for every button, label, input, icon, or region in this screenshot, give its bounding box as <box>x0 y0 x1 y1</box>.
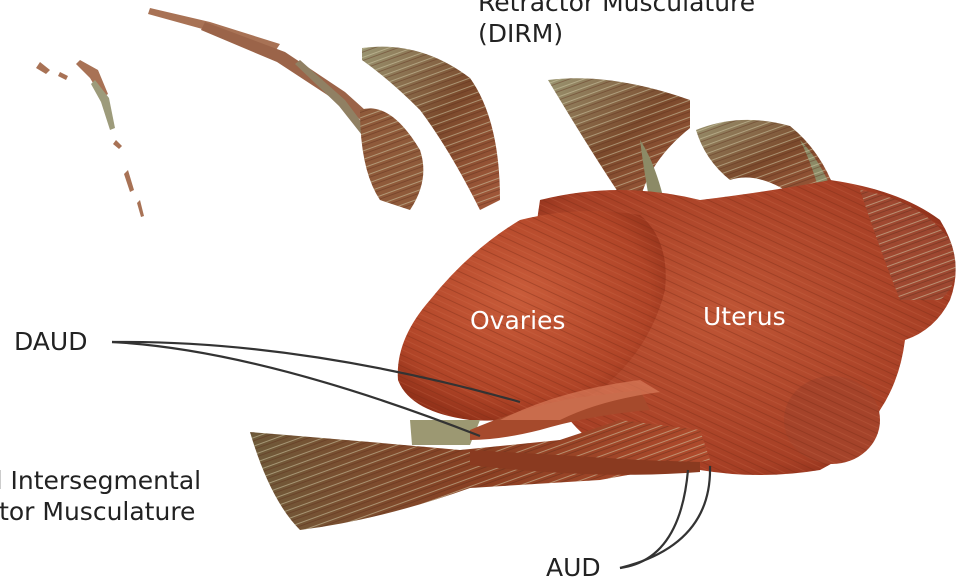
label-visrm-line3: M) <box>0 527 201 558</box>
label-visrm-line1: ral Intersegmental <box>0 466 201 497</box>
label-daud: DAUD <box>14 327 87 358</box>
label-dirm-line1: Retractor Musculature <box>478 0 755 19</box>
label-dirm: Retractor Musculature (DIRM) <box>478 0 755 49</box>
muscle-fragments <box>36 8 385 217</box>
label-visrm: ral Intersegmental actor Musculature M) <box>0 466 201 558</box>
label-ovaries: Ovaries <box>470 306 565 336</box>
aud-leader-2 <box>620 466 710 568</box>
label-uterus: Uterus <box>703 302 786 332</box>
label-visrm-line2: actor Musculature <box>0 497 201 528</box>
label-aud: AUD <box>546 553 601 584</box>
aud-leader-1 <box>620 470 688 568</box>
label-dirm-line2: (DIRM) <box>478 19 755 50</box>
